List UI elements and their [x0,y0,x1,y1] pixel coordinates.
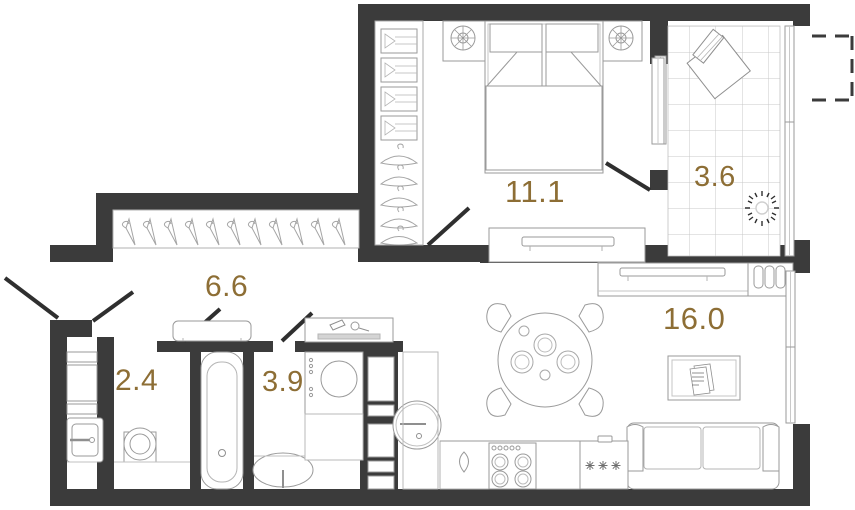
washing-machine [304,351,364,415]
bathroom-main-contents [200,351,442,490]
nightstand-right [599,20,643,62]
area-label-bedroom: 11.1 [505,174,566,209]
entry-door-swing [3,276,135,323]
area-label-hallway: 6.6 [205,270,249,303]
bedroom-contents [374,20,652,263]
double-bed [484,20,604,174]
bedroom-window [651,57,665,145]
bathtub [200,351,244,490]
living-window [785,270,796,424]
washbasin-with-faucet [66,417,104,463]
wall-picture [667,355,741,401]
tv-console [597,262,749,297]
bathroom-wc-contents [66,351,190,463]
dresser [488,227,646,263]
round-mirror [392,400,442,450]
area-label-balcony: 3.6 [694,161,736,193]
adjacent-unit-marker [812,34,855,102]
balcony-contents [654,25,855,257]
hallway-contents [3,209,394,343]
living-kitchen-contents [439,57,796,490]
balcony-window [784,25,795,257]
oval-washbasin [252,452,314,488]
round-dining-table [486,303,604,417]
area-label-bathroom-wc: 2.4 [115,364,159,397]
coat-hangers [121,217,346,246]
mirror-cabinet [304,317,394,343]
kitchen-sink [459,451,469,473]
sofa [626,422,780,490]
gas-stove [488,442,537,490]
wall-niches [367,356,395,490]
area-label-bathroom-main: 3.9 [262,366,304,398]
potted-plant-icon [745,191,779,226]
bedroom-door-swing [604,161,652,192]
toilet [123,427,157,463]
hallway-door-swing [426,206,471,247]
refrigerator [579,435,629,490]
nightstand-left [442,20,486,62]
towel-shelf [172,320,252,342]
area-label-living-kitchen: 16.0 [663,301,726,336]
